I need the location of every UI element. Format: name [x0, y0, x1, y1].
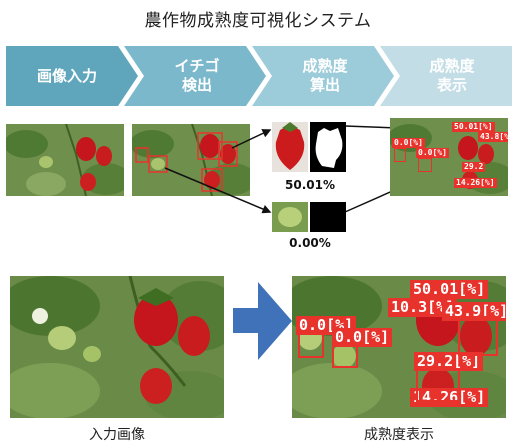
large-output-image: 50.01[%] 10.3[%] 43.9[%] 0.0[%] 0.0[%] 2… [292, 276, 506, 418]
step-4-shape [380, 46, 512, 106]
process-flow-shapes [6, 46, 512, 106]
small-output-label: 50.01[%] [452, 122, 495, 132]
pipeline-input-image [6, 124, 124, 196]
step-3-label: 成熟度 算出 [302, 57, 348, 94]
small-output-label: 14.26[%] [454, 178, 497, 188]
pipeline-result-image: 50.01[%] 43.8[%] 0.0[%] 0.0[%] 29.2 14.2… [390, 118, 508, 196]
detection-box [332, 344, 358, 368]
page-title: 農作物成熟度可視化システム [144, 11, 372, 31]
small-output-label: 29.2 [462, 162, 486, 172]
small-output-label: 0.0[%] [416, 148, 449, 158]
ripe-mask-image [310, 122, 346, 172]
large-input-image [10, 276, 224, 418]
unripe-result-value: 0.00% [289, 236, 331, 250]
ripe-result-value: 50.01% [285, 178, 335, 192]
detection-box [458, 316, 498, 356]
large-output-label: 0.0[%] [332, 328, 393, 347]
step-1-label: 画像入力 [36, 66, 97, 85]
step-2-label: イチゴ 検出 [174, 57, 220, 94]
pipeline-detection-image [132, 124, 250, 196]
output-image-caption: 成熟度表示 [364, 427, 434, 443]
step-1-shape [6, 46, 138, 106]
unripe-mask-image [310, 202, 346, 232]
step-2-shape [124, 46, 266, 106]
large-output-label: 29.2[%] [414, 352, 484, 371]
small-output-label: 0.0[%] [392, 138, 425, 148]
detection-box [394, 148, 406, 162]
step-4-label: 成熟度 表示 [429, 57, 475, 94]
large-arrow [233, 282, 292, 360]
process-flow: 画像入力 イチゴ 検出 成熟度 算出 成熟度 表示 [6, 46, 512, 106]
step-3-shape [252, 46, 394, 106]
ripe-crop-image [272, 122, 308, 172]
large-output-label: 10.3[%] [388, 298, 458, 317]
detection-box [416, 368, 460, 402]
input-image-caption: 入力画像 [89, 427, 145, 443]
large-output-label: 50.01[%] [410, 280, 489, 299]
small-output-label: 43.8[%] [478, 132, 508, 142]
detection-box [298, 332, 324, 358]
unripe-crop-image [272, 202, 308, 232]
detection-box [418, 158, 432, 172]
